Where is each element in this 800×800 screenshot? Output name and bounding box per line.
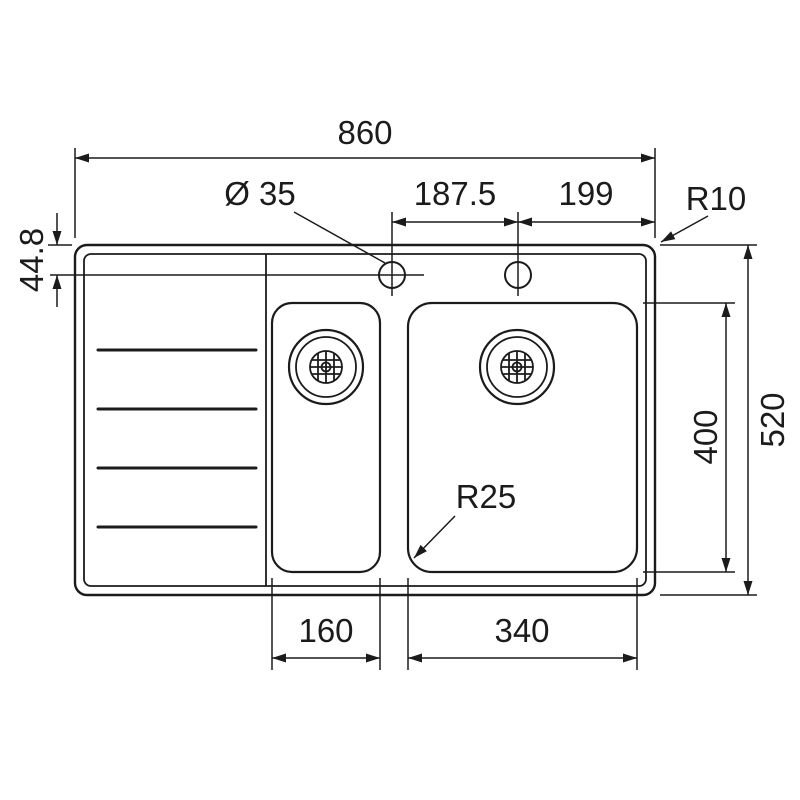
drainboard: [96, 348, 258, 529]
leader-tap-diameter: [293, 211, 386, 264]
drain-center: [511, 361, 523, 373]
large-bowl-outline: [406, 301, 639, 574]
dim-bowl-corner-radius-label: R25: [456, 478, 517, 515]
drain-outer-ring: [287, 328, 365, 406]
dim-tap-top-offset-label: 44.8: [13, 228, 50, 292]
large-bowl-drain: [478, 328, 556, 406]
drain-center: [320, 361, 332, 373]
sink-inner-outline: [83, 253, 647, 587]
dim-tap-diameter-label: Ø 35: [224, 175, 296, 212]
drain-strainer-grid: [310, 351, 342, 383]
dim-total-depth-label: 520: [754, 392, 791, 447]
sink-body: [73, 243, 657, 597]
leader-bowl-corner-radius: [413, 515, 456, 559]
drain-outer-ring: [478, 328, 556, 406]
small-bowl-drain: [287, 328, 365, 406]
small-bowl-outline: [270, 301, 382, 574]
dim-bowl-depth-label: 400: [687, 409, 724, 464]
dimension-labels: 860 Ø 35 187.5 199 R10 44.8 520 400 R25 …: [13, 114, 791, 649]
drain-strainer-grid: [501, 351, 533, 383]
drain-mid-ring: [295, 336, 357, 398]
leader-corner-radius: [660, 215, 709, 243]
dim-large-bowl-width-label: 340: [494, 612, 549, 649]
dim-tap-edge-offset-label: 199: [558, 175, 613, 212]
sink-outer-outline: [73, 243, 657, 597]
extension-lines: [48, 148, 757, 670]
dim-corner-radius-label: R10: [686, 180, 747, 217]
dim-tap-spacing-label: 187.5: [414, 175, 497, 212]
dimension-lines: [52, 153, 753, 663]
dim-total-width-label: 860: [337, 114, 392, 151]
drain-mid-ring: [486, 336, 548, 398]
bowls: [270, 301, 639, 574]
dim-small-bowl-width-label: 160: [298, 612, 353, 649]
